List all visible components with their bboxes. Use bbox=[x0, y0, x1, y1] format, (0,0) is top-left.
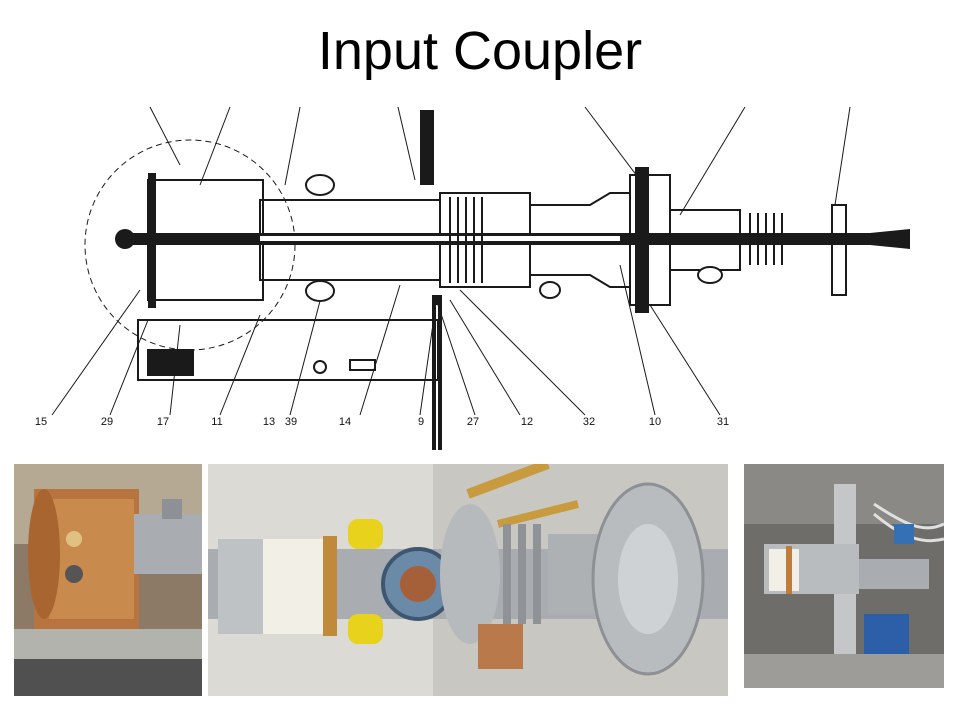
callout-label: 14 bbox=[338, 416, 352, 428]
callout-label: 17 bbox=[156, 416, 170, 428]
callout-label: 9 bbox=[417, 416, 425, 428]
callout-label: 15 bbox=[34, 416, 48, 428]
callout-label: 13 bbox=[262, 416, 276, 428]
callout-label: 31 bbox=[716, 416, 730, 428]
callout-label: 11 bbox=[211, 416, 223, 428]
slide-title: Input Coupler bbox=[317, 21, 643, 81]
photo-copper-coupler-box bbox=[14, 464, 202, 696]
callout-label: 29 bbox=[100, 416, 114, 428]
callout-label: 27 bbox=[466, 416, 480, 428]
coupler-cross-section-drawing: 15 29 17 11 13 39 14 9 27 12 32 10 31 bbox=[30, 105, 930, 455]
callout-label: 12 bbox=[520, 416, 534, 428]
callout-label: 39 bbox=[284, 416, 298, 428]
photo-coupler-installed bbox=[744, 464, 944, 688]
callout-label: 10 bbox=[648, 416, 662, 428]
callout-label: 32 bbox=[582, 416, 596, 428]
photo-coupler-assembly bbox=[208, 464, 728, 696]
